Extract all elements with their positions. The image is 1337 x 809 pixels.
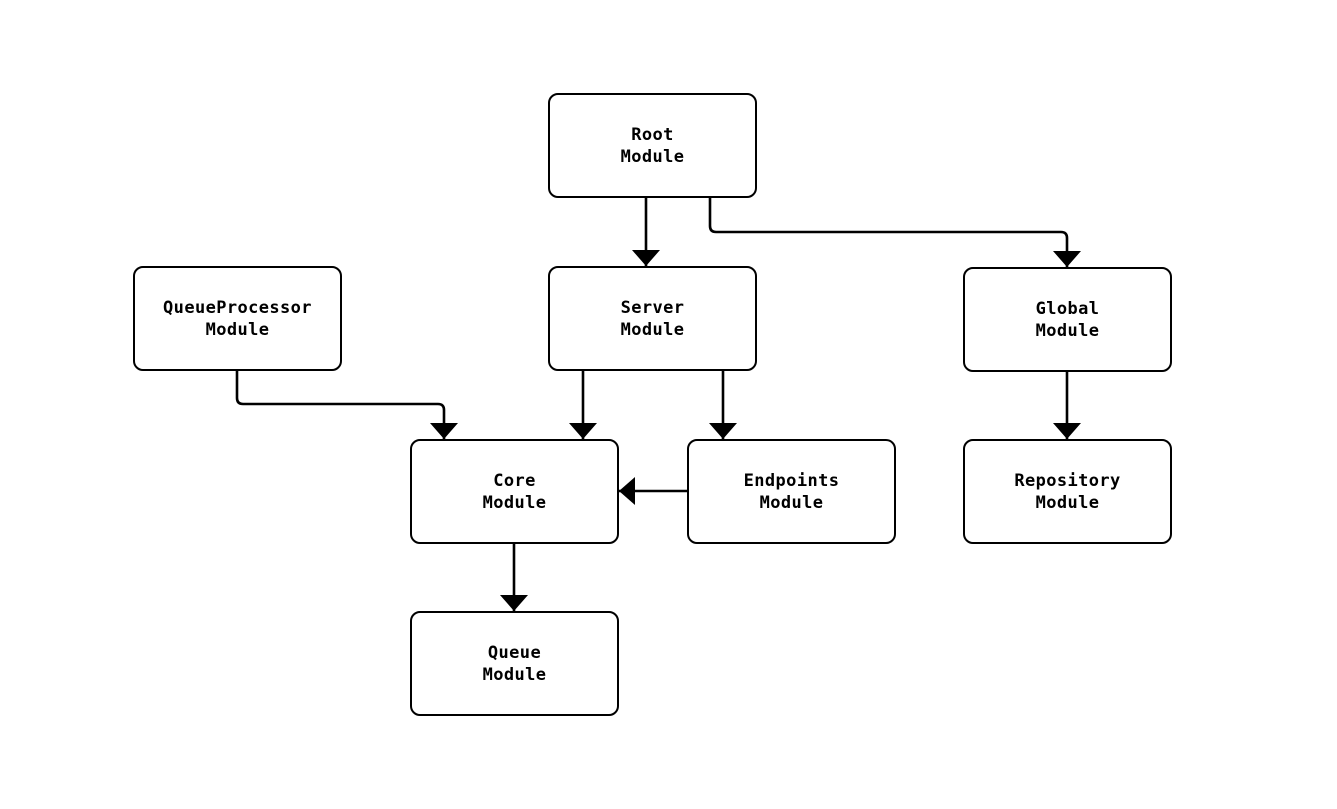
node-queue-module: Queue Module: [410, 611, 619, 716]
node-label: Endpoints Module: [743, 470, 840, 513]
node-label: Core Module: [482, 470, 547, 513]
edge-root-to-global: [708, 198, 1081, 267]
node-endpoints-module: Endpoints Module: [687, 439, 896, 544]
node-repository-module: Repository Module: [963, 439, 1172, 544]
node-label: Global Module: [1035, 298, 1100, 341]
node-root-module: Root Module: [548, 93, 757, 198]
node-label: QueueProcessor Module: [163, 297, 312, 340]
node-server-module: Server Module: [548, 266, 757, 371]
node-global-module: Global Module: [963, 267, 1172, 372]
node-label: Root Module: [620, 124, 685, 167]
node-label: Repository Module: [1014, 470, 1121, 513]
node-label: Server Module: [620, 297, 685, 340]
node-label: Queue Module: [482, 642, 547, 685]
node-core-module: Core Module: [410, 439, 619, 544]
node-queueprocessor-module: QueueProcessor Module: [133, 266, 342, 371]
edge-queueprocessor-to-core: [235, 371, 458, 439]
